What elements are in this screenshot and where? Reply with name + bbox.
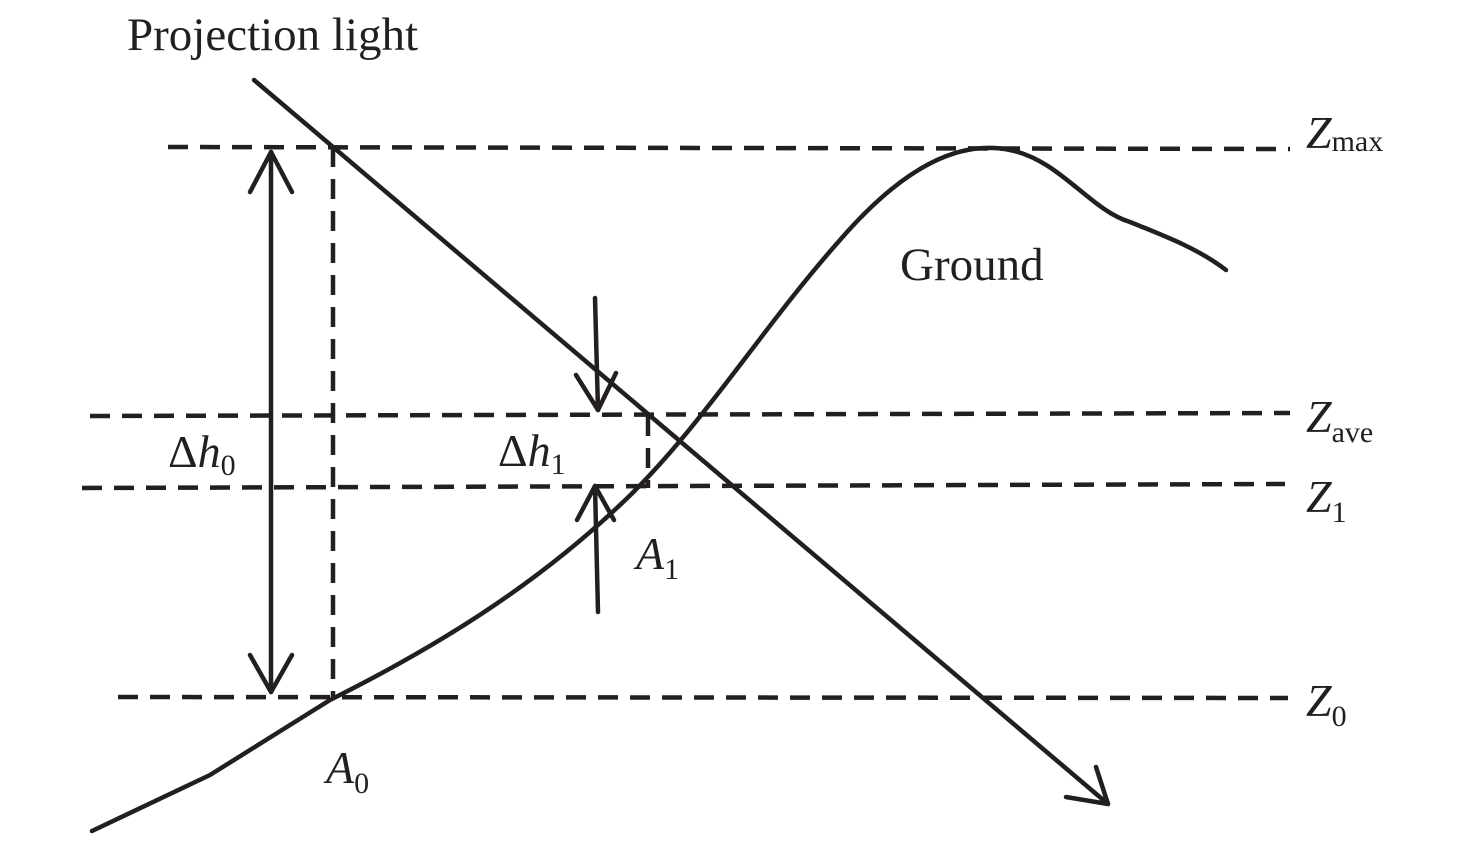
delta-h1-label: Δh1 [498,425,566,481]
projection-light-label: Projection light [127,9,418,61]
z-1-level-line [81,481,1286,491]
a-1-label: A1 [633,528,679,586]
z-max-label: Zmax [1306,107,1383,158]
z-ave-level-line [89,410,1291,419]
a-0-label: A0 [323,742,369,800]
delta-h0-arrowhead-top [247,149,295,195]
delta-h0-arrowhead-bottom [247,652,295,695]
delta-h1-bottom-arrow-shaft [592,483,601,615]
delta-h0-label: Δh0 [168,426,236,482]
delta-h1-top-arrowhead [573,370,619,413]
z-0-label: Z0 [1306,675,1347,733]
z-0-level-line [117,694,1289,701]
z-max-level-line [167,144,1291,152]
z-1-label: Z1 [1306,471,1347,529]
ground-profile-curve [89,145,1229,834]
ground-label: Ground [900,239,1044,291]
delta-h1-bottom-arrowhead [574,483,617,523]
z-ave-label: Zave [1306,391,1373,449]
projection-light-arrowhead [1063,764,1111,807]
delta-h1-top-arrow-shaft [592,295,601,413]
